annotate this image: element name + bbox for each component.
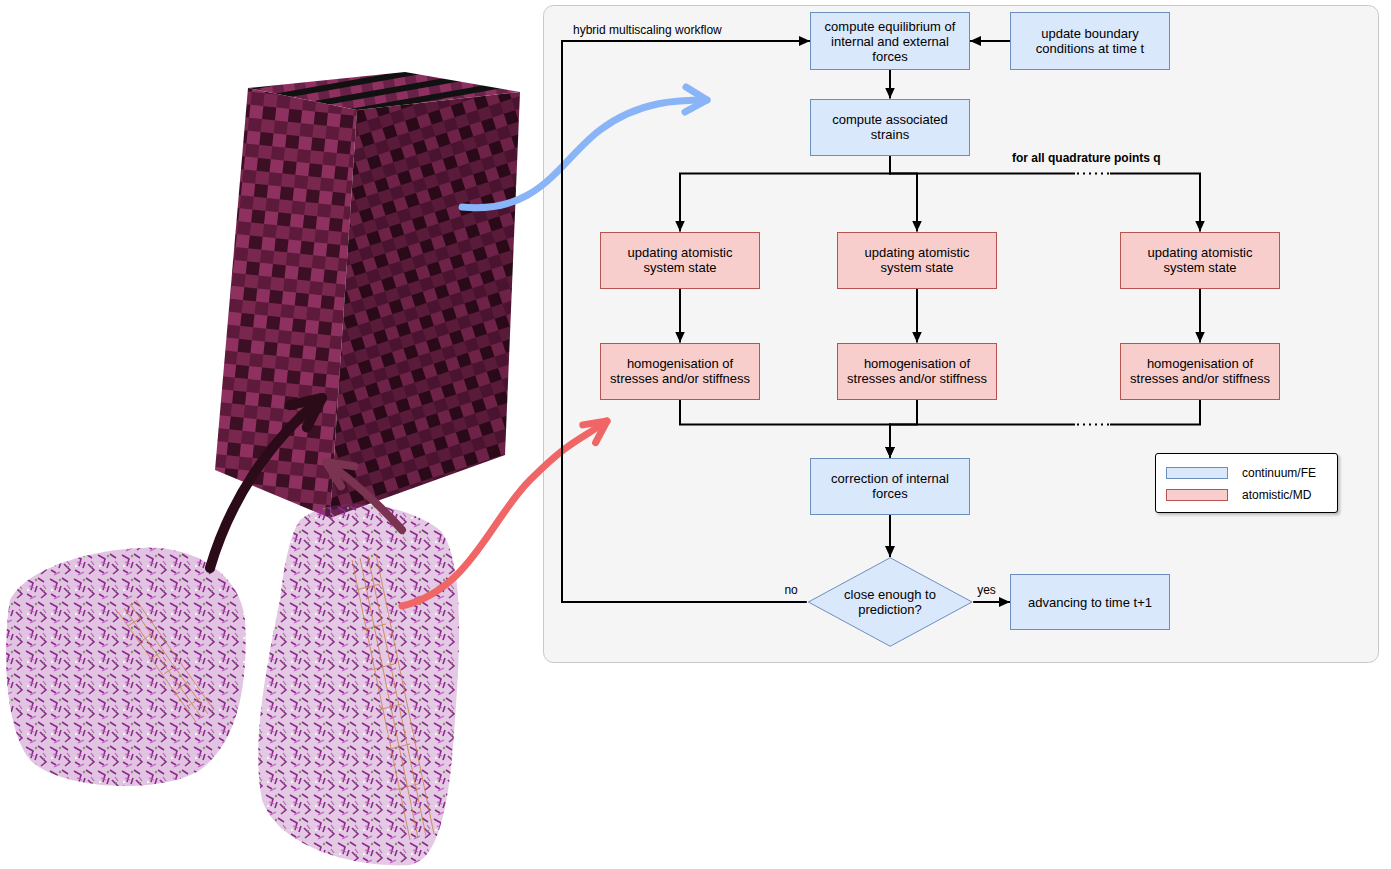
connector	[680, 400, 890, 458]
legend-text: continuum/FE	[1242, 466, 1316, 480]
connector-line	[970, 40, 1010, 42]
connector-line	[1199, 289, 1201, 343]
connector-dots	[1077, 173, 1110, 175]
connector	[970, 41, 1010, 42]
continuum-box: correction of internal forces	[810, 458, 970, 515]
continuum-box: update boundary conditions at time t	[1010, 12, 1170, 70]
connector-line	[890, 400, 1200, 458]
connector	[680, 289, 681, 343]
continuum-box: compute equilibrium of internal and exte…	[810, 12, 970, 70]
node-text: homogenisation of stresses and/or stiffn…	[844, 356, 990, 386]
connector-gap	[1075, 172, 1110, 176]
connector-line	[889, 70, 891, 99]
node-text: correction of internal forces	[817, 471, 963, 501]
connector-line	[916, 289, 918, 343]
continuum-box: compute associated strains	[810, 99, 970, 156]
connector	[890, 156, 1200, 232]
connector	[889, 515, 890, 558]
node-text: advancing to time t+1	[1028, 595, 1152, 610]
edge-label: yes	[976, 583, 997, 597]
connector	[1200, 289, 1201, 343]
connector-line	[679, 289, 681, 343]
annotation-label: hybrid multiscaling workflow	[573, 23, 722, 37]
connector-line	[973, 601, 1010, 603]
connector-line	[680, 156, 890, 232]
continuum-box: advancing to time t+1	[1010, 574, 1170, 630]
node-text: updating atomistic system state	[607, 245, 753, 275]
connector	[680, 156, 890, 232]
node-text: compute associated strains	[817, 112, 963, 142]
connector	[890, 156, 917, 232]
atomistic-box: homogenisation of stresses and/or stiffn…	[600, 343, 760, 400]
atomistic-box: updating atomistic system state	[837, 232, 997, 289]
legend-swatch	[1166, 489, 1228, 501]
node-text: compute equilibrium of internal and exte…	[817, 19, 963, 64]
atomistic-box: updating atomistic system state	[600, 232, 760, 289]
connector-line	[562, 41, 810, 602]
node-text: updating atomistic system state	[1127, 245, 1273, 275]
connector	[890, 70, 891, 99]
node-text: updating atomistic system state	[844, 245, 990, 275]
edge-label: no	[783, 583, 798, 597]
connector-line	[890, 156, 1200, 232]
atomistic-box: updating atomistic system state	[1120, 232, 1280, 289]
connector-line	[890, 156, 917, 232]
node-text: homogenisation of stresses and/or stiffn…	[607, 356, 753, 386]
node-text: homogenisation of stresses and/or stiffn…	[1127, 356, 1273, 386]
legend-swatch	[1166, 467, 1228, 479]
diamond-shape	[808, 558, 972, 647]
legend-box: continuum/FE atomistic/MD	[1155, 453, 1338, 513]
connector-dots	[1077, 424, 1110, 426]
connector	[917, 289, 918, 343]
connector-line	[889, 515, 891, 558]
atomistic-box: homogenisation of stresses and/or stiffn…	[837, 343, 997, 400]
decision-diamond: close enough to prediction?	[807, 557, 973, 647]
connector-gap	[1075, 423, 1110, 427]
legend-text: atomistic/MD	[1242, 488, 1311, 502]
atomistic-box: homogenisation of stresses and/or stiffn…	[1120, 343, 1280, 400]
connector	[973, 602, 1010, 603]
node-text: update boundary conditions at time t	[1017, 26, 1163, 56]
connector	[890, 400, 917, 458]
node-text: close enough to prediction?	[838, 587, 942, 617]
annotation-label: for all quadrature points q	[1012, 151, 1161, 165]
connector	[890, 400, 1200, 458]
connector-line	[890, 400, 917, 458]
connector-line	[680, 400, 890, 458]
connector	[562, 41, 810, 602]
